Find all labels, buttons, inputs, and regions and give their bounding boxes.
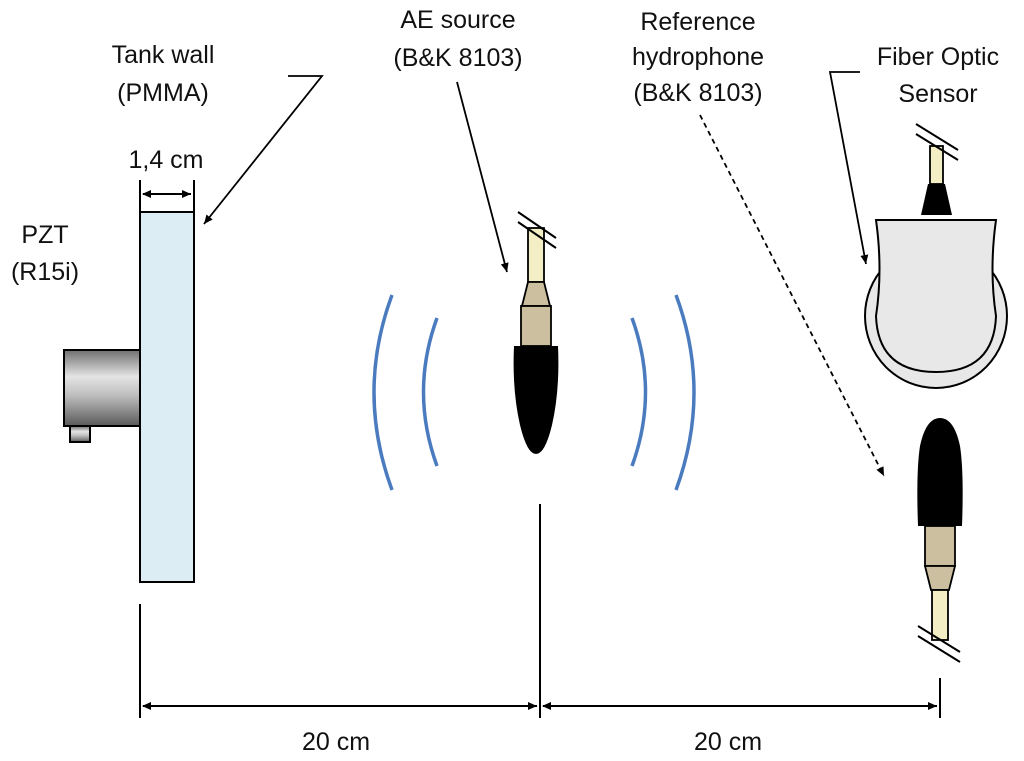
tank-wall-label-line1: Tank wall: [112, 41, 215, 69]
tank-wall: [139, 211, 195, 583]
thickness-dimension: [139, 180, 195, 212]
wave-right-inner: [630, 317, 648, 467]
fiber-optic-label-line2: Sensor: [898, 80, 977, 108]
fiber-optic-label-line1: Fiber Optic: [877, 43, 999, 71]
wave-right-outer: [674, 294, 696, 491]
wave-left-inner: [421, 317, 439, 467]
wave-left-outer: [372, 294, 394, 491]
reference-hydrophone-label-line1: Reference: [640, 8, 755, 36]
tank-wall-leader-arrow: [203, 75, 324, 225]
reference-hydrophone-leader-arrow: [699, 114, 885, 477]
distance-label-left: 20 cm: [302, 728, 370, 756]
ae-source-label-line1: AE source: [400, 6, 515, 34]
thickness-label: 1,4 cm: [128, 146, 203, 174]
pzt-sensor: [63, 349, 141, 443]
fiber-optic-sensor: [864, 123, 1008, 389]
reference-hydrophone: [917, 418, 963, 663]
reference-hydrophone-label-line3: (B&K 8103): [633, 79, 762, 107]
ae-source-hydrophone: [513, 211, 559, 454]
reference-hydrophone-label-line2: hydrophone: [632, 43, 764, 71]
ae-source-label-line2: (B&K 8103): [393, 44, 522, 72]
distance-label-right: 20 cm: [694, 728, 762, 756]
ae-source-leader-arrow: [456, 81, 509, 273]
acoustic-waves: [372, 294, 696, 491]
pzt-label-line1: PZT: [21, 221, 68, 249]
pzt-label-line2: (R15i): [11, 258, 79, 286]
tank-wall-label-line2: (PMMA): [117, 79, 209, 107]
distance-dimensions: [139, 504, 941, 718]
fiber-optic-leader-arrow: [828, 71, 869, 265]
